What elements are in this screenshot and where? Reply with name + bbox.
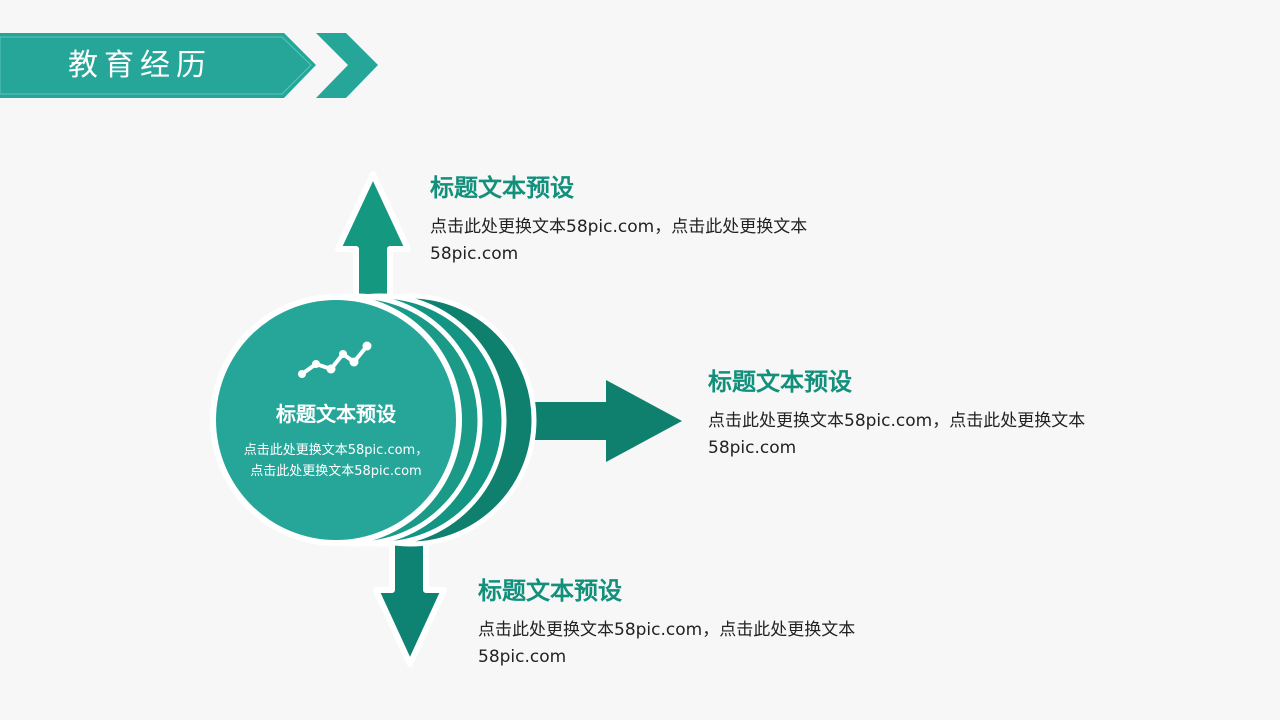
callout-bottom-body: 点击此处更换文本58pic.com，点击此处更换文本58pic.com: [478, 620, 856, 667]
header-banner: [0, 33, 378, 98]
callout-top-title: 标题文本预设: [430, 174, 574, 202]
callout-top: 标题文本预设 点击此处更换文本58pic.com，点击此处更换文本58pic.c…: [430, 172, 830, 268]
banner-ribbon-inner: [0, 36, 312, 95]
callout-right: 标题文本预设 点击此处更换文本58pic.com，点击此处更换文本58pic.c…: [708, 366, 1108, 462]
center-content: 标题文本预设 点击此处更换文本58pic.com，点击此处更换文本58pic.c…: [238, 400, 434, 482]
callout-bottom-title: 标题文本预设: [478, 577, 622, 605]
disc-front: [216, 300, 456, 540]
page-title: 教育经历: [68, 48, 212, 83]
callout-right-body: 点击此处更换文本58pic.com，点击此处更换文本58pic.com: [708, 411, 1086, 458]
arrow-right: [530, 380, 682, 462]
callout-bottom: 标题文本预设 点击此处更换文本58pic.com，点击此处更换文本58pic.c…: [478, 575, 878, 671]
callout-top-body: 点击此处更换文本58pic.com，点击此处更换文本58pic.com: [430, 217, 808, 264]
banner-ribbon: [0, 33, 316, 98]
center-body: 点击此处更换文本58pic.com，点击此处更换文本58pic.com: [243, 443, 429, 479]
banner-chevron: [316, 33, 378, 98]
arrow-up: [335, 171, 411, 309]
arrow-down: [373, 527, 447, 667]
center-title: 标题文本预设: [276, 402, 396, 426]
trend-line-icon: [298, 341, 372, 378]
callout-right-title: 标题文本预设: [708, 368, 852, 396]
